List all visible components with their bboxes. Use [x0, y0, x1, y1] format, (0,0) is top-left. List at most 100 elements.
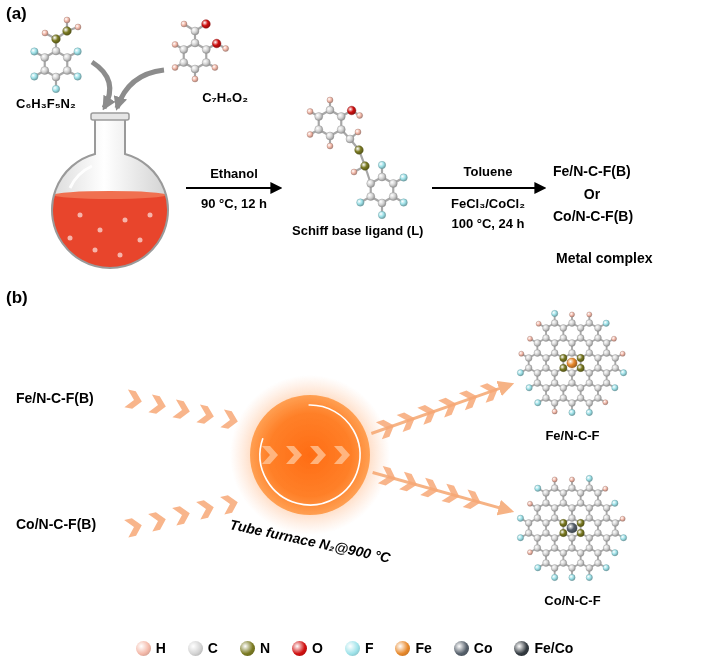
atom [595, 355, 602, 362]
atom [603, 380, 610, 387]
atom-swatch [240, 641, 255, 656]
atom [552, 477, 557, 482]
furnace-core [250, 395, 370, 515]
chevron [148, 510, 168, 531]
atom [586, 400, 593, 407]
node-illustration [505, 298, 640, 428]
condition-text: 90 °C, 12 h [201, 196, 267, 212]
atom [535, 485, 541, 491]
chevron [286, 446, 302, 464]
atom [307, 109, 313, 115]
atom [389, 193, 397, 201]
atom [63, 54, 71, 62]
atom [595, 530, 602, 537]
atom [612, 385, 618, 391]
atom [586, 565, 593, 572]
legend-item: C [188, 640, 218, 656]
atom [202, 46, 210, 54]
atom [367, 193, 375, 201]
flask-outline [52, 118, 168, 268]
chevron [399, 472, 419, 494]
atom [551, 400, 558, 407]
flask-glass [52, 118, 168, 268]
chevron [196, 405, 215, 426]
connector-word: Or [584, 186, 600, 203]
atom [569, 574, 575, 580]
figure-caption: Schiff base ligand (L) [290, 223, 425, 239]
atom [551, 320, 558, 327]
atom [551, 370, 558, 377]
figure-caption: C₇H₆O₂ [150, 90, 250, 106]
atom [595, 365, 602, 372]
molecule-model [517, 310, 626, 415]
atom [191, 27, 199, 35]
tube-furnace: Tube furnace N₂@900 °C [210, 375, 410, 550]
condition-text: FeCl₃/CoCl₂ [451, 196, 525, 212]
atom [378, 173, 386, 181]
atom [551, 515, 558, 522]
atom [560, 325, 567, 332]
atom [378, 199, 386, 207]
furnace-glow [230, 375, 390, 535]
atom [603, 565, 609, 571]
atom [620, 370, 626, 376]
atom [552, 574, 558, 580]
atom [603, 535, 610, 542]
chevron [463, 490, 483, 512]
atom [212, 65, 218, 71]
chevron [397, 410, 418, 432]
atom [603, 486, 608, 491]
atom-swatch [345, 641, 360, 656]
atom [535, 400, 541, 406]
atom [560, 560, 567, 567]
atom [367, 180, 375, 188]
atom [612, 520, 619, 527]
atom [543, 560, 550, 567]
atom [223, 46, 229, 52]
atom [31, 48, 38, 55]
atom [202, 59, 210, 67]
atom [612, 550, 618, 556]
atom [543, 355, 550, 362]
atom [357, 199, 364, 206]
figure-caption: C₆H₃F₅N₂ [14, 96, 114, 112]
legend-text: N [260, 640, 270, 656]
atom [534, 505, 541, 512]
atom [577, 490, 584, 497]
atom [337, 126, 345, 134]
atom [551, 535, 558, 542]
atom [603, 505, 610, 512]
atom [586, 475, 592, 481]
atom [577, 364, 584, 371]
legend-text: H [156, 640, 166, 656]
atom [400, 174, 407, 181]
legend-item: F [345, 640, 374, 656]
legend-item: Fe [395, 640, 431, 656]
flow-chevrons [124, 390, 240, 538]
atom-swatch [395, 641, 410, 656]
atom [526, 385, 532, 391]
liquid-molecule [138, 238, 143, 243]
chevron [441, 484, 461, 506]
chevron [334, 446, 350, 464]
liquid-molecule [93, 248, 98, 253]
atom [525, 365, 532, 372]
atom [525, 520, 532, 527]
liquid-molecule [118, 253, 123, 258]
atom [551, 565, 558, 572]
atom [595, 395, 602, 402]
atom [577, 335, 584, 342]
atom [180, 46, 188, 54]
atom [534, 340, 541, 347]
compound-name: Co/N-C-F(B) [553, 208, 633, 225]
condition-text: 100 °C, 24 h [451, 216, 524, 232]
node-illustration [14, 14, 114, 96]
atom [326, 106, 334, 114]
molecule-model [172, 20, 229, 82]
atom [586, 350, 593, 357]
legend-item: Fe/Co [514, 640, 573, 656]
chevron [420, 478, 440, 500]
atom-swatch [454, 641, 469, 656]
